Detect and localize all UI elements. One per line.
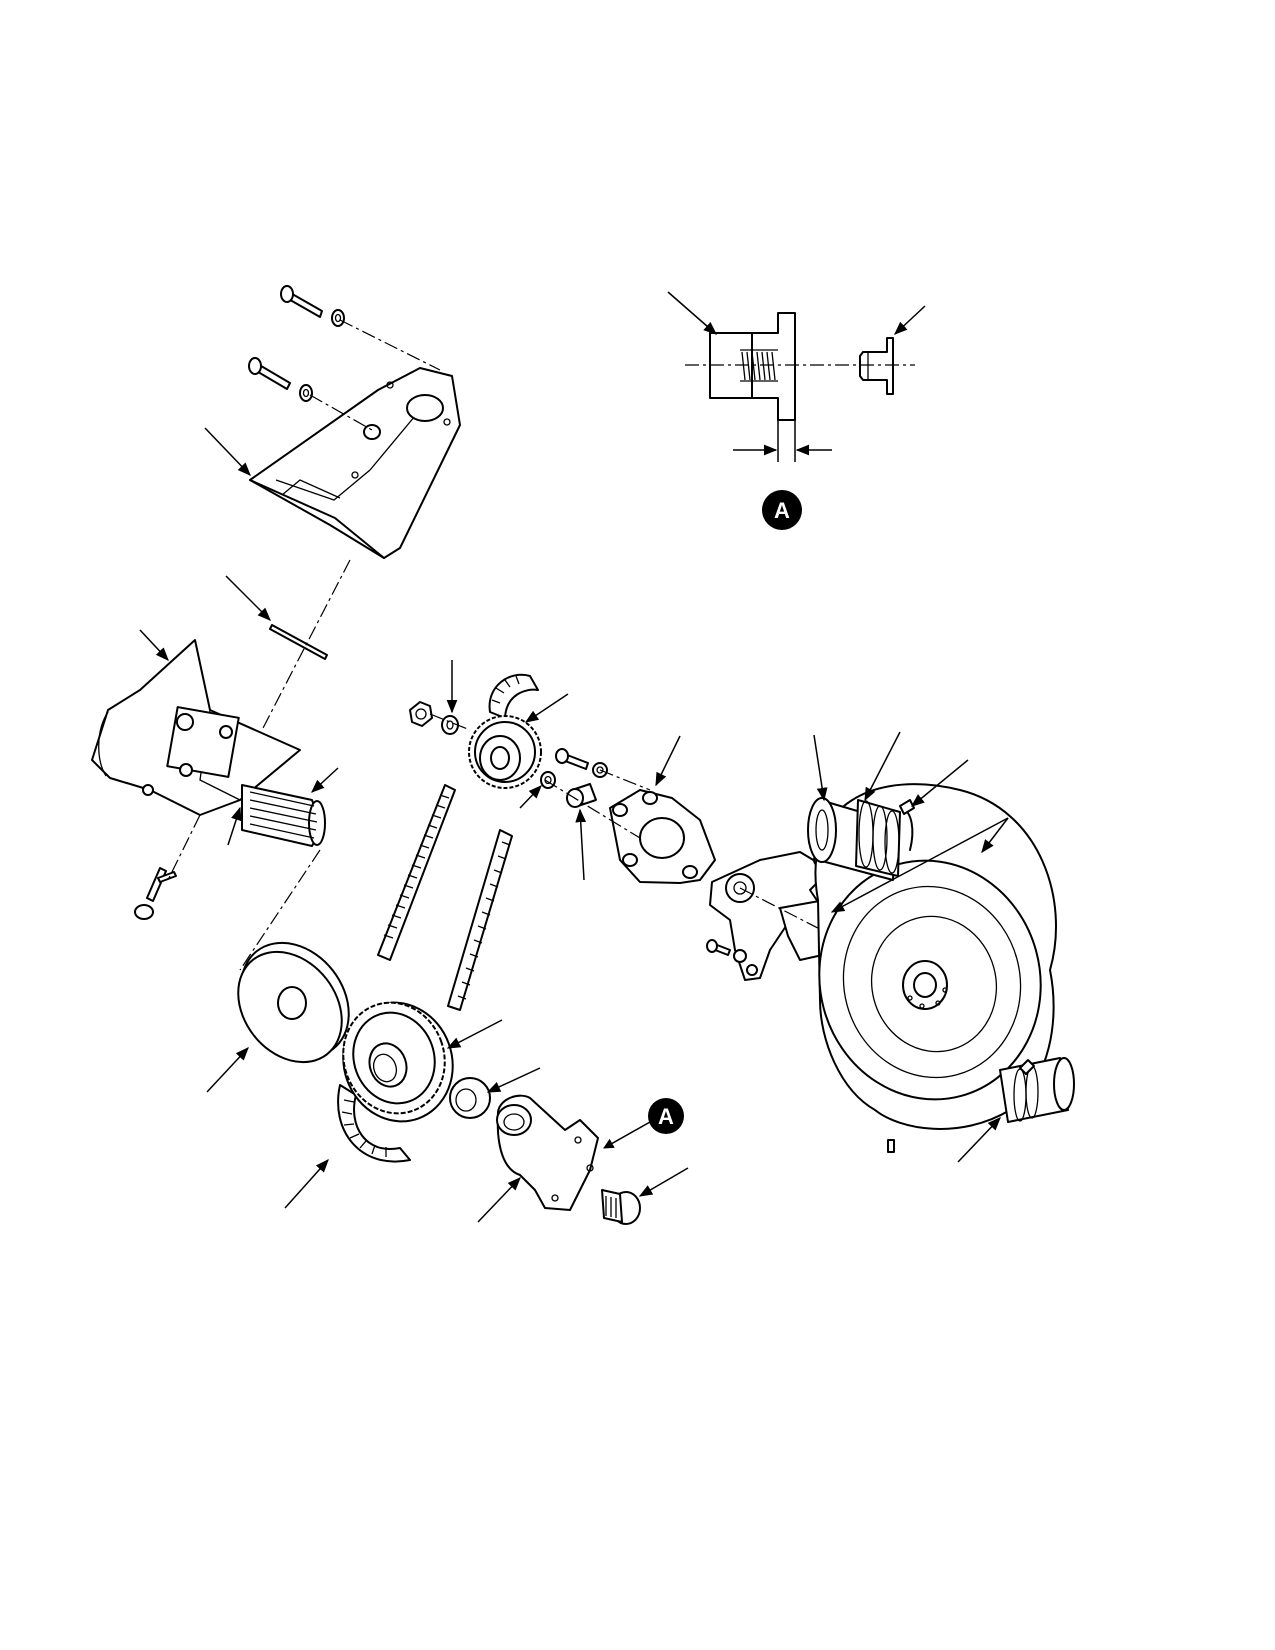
- mounting-bracket: [249, 367, 461, 559]
- large-sprocket: [342, 1001, 454, 1123]
- leader-inlet-coupler: [864, 731, 901, 802]
- bearing-housing: [496, 1094, 599, 1211]
- output-shaft: [241, 784, 326, 847]
- inlet-coupler: [855, 799, 901, 877]
- leader-large-sprocket: [446, 1019, 503, 1049]
- leader-gearbox-housing: [139, 629, 169, 661]
- leader-shaft-spline: [227, 806, 242, 846]
- drive-belt-left: [377, 784, 456, 961]
- spacer-washer: [540, 771, 556, 789]
- inlet-hose-clamp: [899, 799, 915, 851]
- leader-spacer: [575, 808, 587, 881]
- leader-flat-washer: [206, 1047, 249, 1093]
- leader-detail-plug: [894, 305, 926, 335]
- drain-plug: [887, 1139, 895, 1153]
- leader-spacer-washer: [519, 785, 542, 809]
- leader-key: [225, 575, 271, 621]
- gearbox-housing: [91, 639, 301, 816]
- blower-outlet: [999, 1057, 1075, 1123]
- detail-a-callout: A: [762, 490, 802, 530]
- leader-detail-housing: [667, 291, 718, 335]
- leader-bearing-housing: [477, 1177, 521, 1223]
- small-sprocket: [468, 715, 542, 789]
- leader-inlet-tube: [813, 734, 828, 802]
- detail-a-dimension: [733, 420, 832, 462]
- drive-belt-right: [447, 829, 513, 1011]
- flat-washer: [237, 941, 350, 1064]
- leader-adapter-pair: [830, 817, 1009, 913]
- detail-a-plug: [859, 337, 894, 395]
- leader-belt: [284, 1158, 329, 1209]
- end-plug: [601, 1189, 641, 1225]
- bracket-bolt-lower: [248, 357, 313, 402]
- bushing: [449, 1077, 491, 1119]
- housing-bolt: [134, 867, 177, 920]
- tensioner-plate: [609, 789, 716, 884]
- detail-a-housing-section: [709, 312, 796, 421]
- reference-a-callout: A: [603, 1098, 684, 1149]
- sprocket-washer: [441, 715, 459, 735]
- detail-a-callout-label: A: [774, 498, 790, 523]
- reference-a-callout-label: A: [658, 1104, 674, 1129]
- leader-small-sprocket: [524, 693, 569, 723]
- plate-bolt: [555, 748, 608, 778]
- bracket-bolt-upper: [280, 285, 345, 327]
- sprocket-nut: [409, 701, 433, 727]
- leader-mounting-bracket: [204, 427, 251, 476]
- leader-bushing: [486, 1067, 541, 1093]
- leader-output-shaft: [311, 767, 339, 793]
- key: [269, 624, 328, 660]
- drive-belt-bottom-loop: [337, 1084, 411, 1163]
- adapter-bolt: [706, 939, 747, 963]
- leader-end-plug: [638, 1167, 689, 1197]
- leader-blower-housing: [957, 1117, 1001, 1163]
- detail-a-view: A: [667, 291, 926, 530]
- drive-belt-top-loop: [488, 673, 539, 719]
- leader-tensioner-plate: [655, 735, 681, 787]
- leader-hose-clamp: [910, 759, 969, 807]
